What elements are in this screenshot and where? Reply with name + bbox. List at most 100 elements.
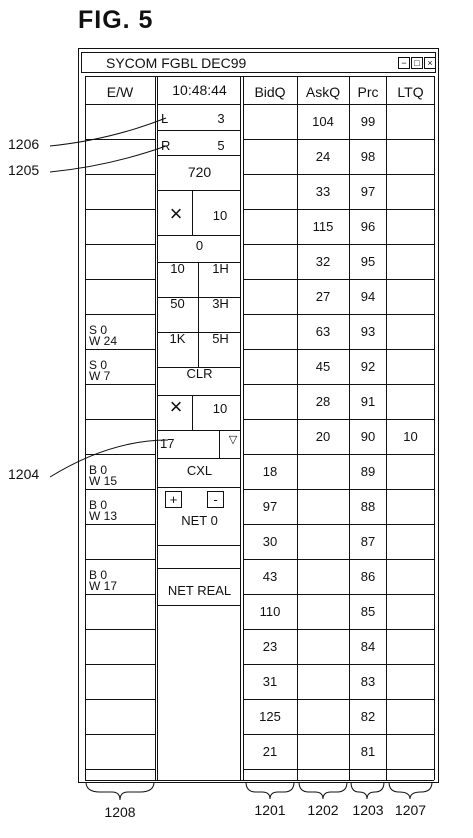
ew-b-value: B 0 — [89, 463, 108, 477]
ladder-cell-prc[interactable]: 94 — [360, 289, 376, 304]
ladder-cell-askq[interactable]: 45 — [315, 359, 331, 374]
control-divider — [157, 430, 241, 431]
ladder-cell-prc[interactable]: 84 — [360, 639, 376, 654]
ladder-cell-askq[interactable]: 27 — [315, 289, 331, 304]
ladder-cell-prc[interactable]: 88 — [360, 499, 376, 514]
ladder-cell-bidq[interactable]: 110 — [259, 604, 281, 619]
ladder-cell-askq[interactable]: 28 — [315, 394, 331, 409]
header-ew: E/W — [106, 84, 134, 100]
control-divider — [192, 190, 193, 235]
ladder-cell-prc[interactable]: 90 — [360, 429, 376, 444]
ladder-cell-bidq[interactable]: 31 — [262, 674, 278, 689]
ladder-cell-prc[interactable]: 81 — [360, 744, 376, 759]
row-divider — [85, 699, 155, 700]
cxl-button[interactable]: CXL — [186, 463, 213, 478]
ladder-cell-prc[interactable]: 89 — [360, 464, 376, 479]
clr-button[interactable]: CLR — [186, 366, 213, 381]
ladder-cell-prc[interactable]: 87 — [360, 534, 376, 549]
row-divider — [243, 734, 434, 735]
maximize-icon[interactable]: □ — [411, 57, 423, 69]
ladder-cell-prc[interactable]: 97 — [360, 184, 376, 199]
ladder-cell-askq[interactable]: 33 — [315, 184, 331, 199]
r-label: R — [161, 138, 171, 153]
control-divider — [157, 487, 241, 488]
row-divider — [85, 384, 155, 385]
column-divider — [434, 76, 435, 780]
l-value[interactable]: 3 — [217, 111, 225, 126]
multiply-icon[interactable]: × — [169, 201, 183, 226]
ladder-cell-prc[interactable]: 93 — [360, 324, 376, 339]
ladder-cell-askq[interactable]: 63 — [315, 324, 331, 339]
ladder-cell-askq[interactable]: 24 — [315, 149, 331, 164]
ladder-cell-prc[interactable]: 98 — [360, 149, 376, 164]
row-divider — [85, 559, 155, 560]
close-icon[interactable]: × — [424, 57, 436, 69]
header-bidq[interactable]: BidQ — [254, 84, 286, 100]
row-divider — [85, 594, 155, 595]
row-divider — [243, 174, 434, 175]
row-divider — [85, 139, 155, 140]
ladder-cell-prc[interactable]: 83 — [360, 674, 376, 689]
qty-10-button[interactable]: 10 — [170, 261, 185, 276]
ladder-cell-prc[interactable]: 86 — [360, 569, 376, 584]
row-divider — [243, 489, 434, 490]
multiplier-value-1[interactable]: 10 — [212, 208, 228, 223]
minimize-icon[interactable]: − — [398, 57, 410, 69]
ladder-cell-prc[interactable]: 96 — [360, 219, 376, 234]
ladder-cell-prc[interactable]: 85 — [360, 604, 376, 619]
control-divider — [192, 395, 193, 430]
ladder-cell-bidq[interactable]: 23 — [262, 639, 278, 654]
ladder-cell-askq[interactable]: 104 — [312, 114, 334, 129]
ladder-cell-askq[interactable]: 20 — [315, 429, 331, 444]
ladder-cell-bidq[interactable]: 97 — [262, 499, 278, 514]
row-divider — [243, 524, 434, 525]
row-divider — [85, 244, 155, 245]
qty-3h-button[interactable]: 3H — [212, 296, 229, 311]
ladder-cell-prc[interactable]: 82 — [360, 709, 376, 724]
callout-1205: 1205 — [8, 162, 40, 178]
leader-1205 — [49, 145, 167, 173]
qty-5h-button[interactable]: 5H — [212, 331, 229, 346]
multiplier-value-2[interactable]: 10 — [212, 401, 228, 416]
ladder-cell-prc[interactable]: 92 — [360, 359, 376, 374]
qty-1k-button[interactable]: 1K — [169, 331, 186, 346]
multiply-icon[interactable]: × — [169, 394, 183, 419]
row-divider — [243, 139, 434, 140]
brace-1201 — [245, 781, 295, 800]
control-divider — [157, 395, 241, 396]
qty-50-button[interactable]: 50 — [170, 296, 185, 311]
header-ltq[interactable]: LTQ — [397, 84, 424, 100]
row-divider — [243, 629, 434, 630]
ladder-cell-askq[interactable]: 115 — [312, 219, 334, 234]
column-divider — [157, 76, 158, 780]
ladder-cell-ltq[interactable]: 10 — [403, 429, 418, 444]
qty-1h-button[interactable]: 1H — [212, 261, 229, 276]
ladder-cell-prc[interactable]: 99 — [360, 114, 376, 129]
ladder-cell-prc[interactable]: 91 — [360, 394, 376, 409]
ladder-cell-bidq[interactable]: 18 — [262, 464, 278, 479]
row-divider — [85, 780, 434, 781]
row-divider — [243, 594, 434, 595]
ladder-cell-prc[interactable]: 95 — [360, 254, 376, 269]
r-value[interactable]: 5 — [217, 138, 225, 153]
window-title: SYCOM FGBL DEC99 — [106, 55, 247, 71]
plus-button[interactable]: + — [165, 491, 182, 508]
ladder-cell-bidq[interactable]: 30 — [262, 534, 278, 549]
ladder-cell-bidq[interactable]: 21 — [262, 744, 278, 759]
column-divider — [297, 76, 298, 780]
minus-button[interactable]: - — [207, 491, 224, 508]
ladder-cell-bidq[interactable]: 43 — [262, 569, 278, 584]
ew-b-value: B 0 — [89, 568, 108, 582]
row-divider — [243, 104, 434, 105]
ladder-cell-askq[interactable]: 32 — [315, 254, 331, 269]
dropdown-arrow-icon[interactable]: ▽ — [228, 434, 238, 446]
column-divider — [85, 76, 86, 780]
ew-w-value: W 7 — [89, 369, 111, 383]
header-prc[interactable]: Prc — [357, 84, 379, 100]
ladder-cell-bidq[interactable]: 125 — [259, 709, 281, 724]
net-real-button[interactable]: NET REAL — [167, 583, 232, 598]
row-divider — [85, 664, 155, 665]
header-askq[interactable]: AskQ — [305, 84, 341, 100]
